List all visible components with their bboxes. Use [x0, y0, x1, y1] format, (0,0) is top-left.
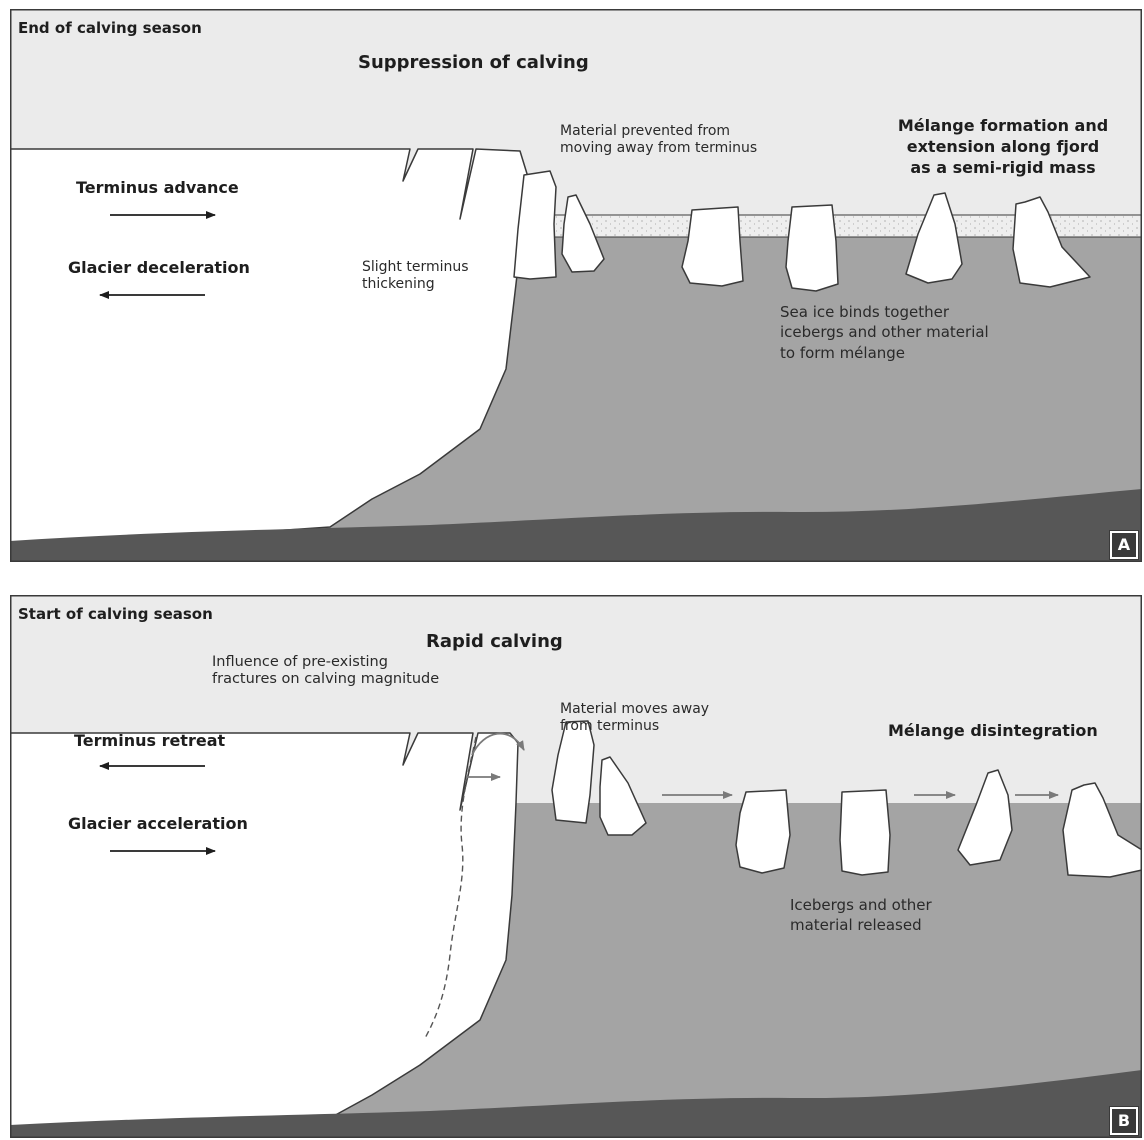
material-prevented-note: Material prevented from moving away from…	[560, 123, 758, 156]
material-moves-away-note: Material moves away from terminus	[560, 701, 710, 734]
terminus-advance-label: Terminus advance	[76, 178, 239, 197]
iceberg-a5	[905, 192, 963, 284]
panel-a-heading: Suppression of calving	[358, 52, 589, 73]
iceberg-b2	[599, 756, 647, 836]
iceberg-a1	[513, 170, 557, 280]
panel-a-corner-title: End of calving season	[18, 19, 202, 37]
panel-b-corner-title: Start of calving season	[18, 605, 213, 623]
panel-b-frame	[10, 595, 1142, 1138]
iceberg-b6	[1062, 782, 1142, 878]
terminus-thickening-note: Slight terminus thickening	[362, 259, 469, 292]
melange-formation-label: Mélange formation and extension along fj…	[897, 116, 1109, 177]
panel-a-badge: A	[1109, 530, 1139, 560]
panel-b-diagram	[10, 595, 1142, 1138]
fractures-note: Influence of pre-existing fractures on c…	[212, 654, 440, 688]
panel-a-frame	[10, 9, 1142, 562]
terminus-retreat-label: Terminus retreat	[74, 731, 226, 750]
iceberg-b4	[839, 789, 891, 876]
calving-rotation-arrow	[471, 732, 525, 756]
pre-existing-fracture	[423, 736, 477, 1041]
melange-disintegration-label: Mélange disintegration	[888, 721, 1098, 740]
panel-b: Start of calving season Rapid calving Te…	[10, 595, 1142, 1138]
icebergs-released-note: Icebergs and other material released	[790, 896, 932, 935]
panel-a-diagram	[10, 9, 1142, 562]
panel-b-badge: B	[1109, 1106, 1139, 1136]
iceberg-a6	[1012, 196, 1091, 288]
iceberg-b1	[551, 720, 595, 824]
iceberg-b3	[735, 789, 791, 874]
glacier-deceleration-label: Glacier deceleration	[68, 258, 250, 277]
iceberg-a3	[681, 206, 744, 287]
panel-b-heading: Rapid calving	[426, 631, 563, 652]
sea-ice-note: Sea ice binds together icebergs and othe…	[780, 303, 989, 362]
glacier-body	[10, 732, 519, 1136]
iceberg-a2	[561, 194, 605, 273]
panel-a: End of calving season Suppression of cal…	[10, 9, 1142, 562]
glacier-acceleration-label: Glacier acceleration	[68, 814, 248, 833]
fjord-bed	[10, 489, 1142, 562]
fjord-bed	[10, 1070, 1142, 1138]
iceberg-b5	[957, 769, 1013, 866]
iceberg-a4	[785, 204, 839, 292]
